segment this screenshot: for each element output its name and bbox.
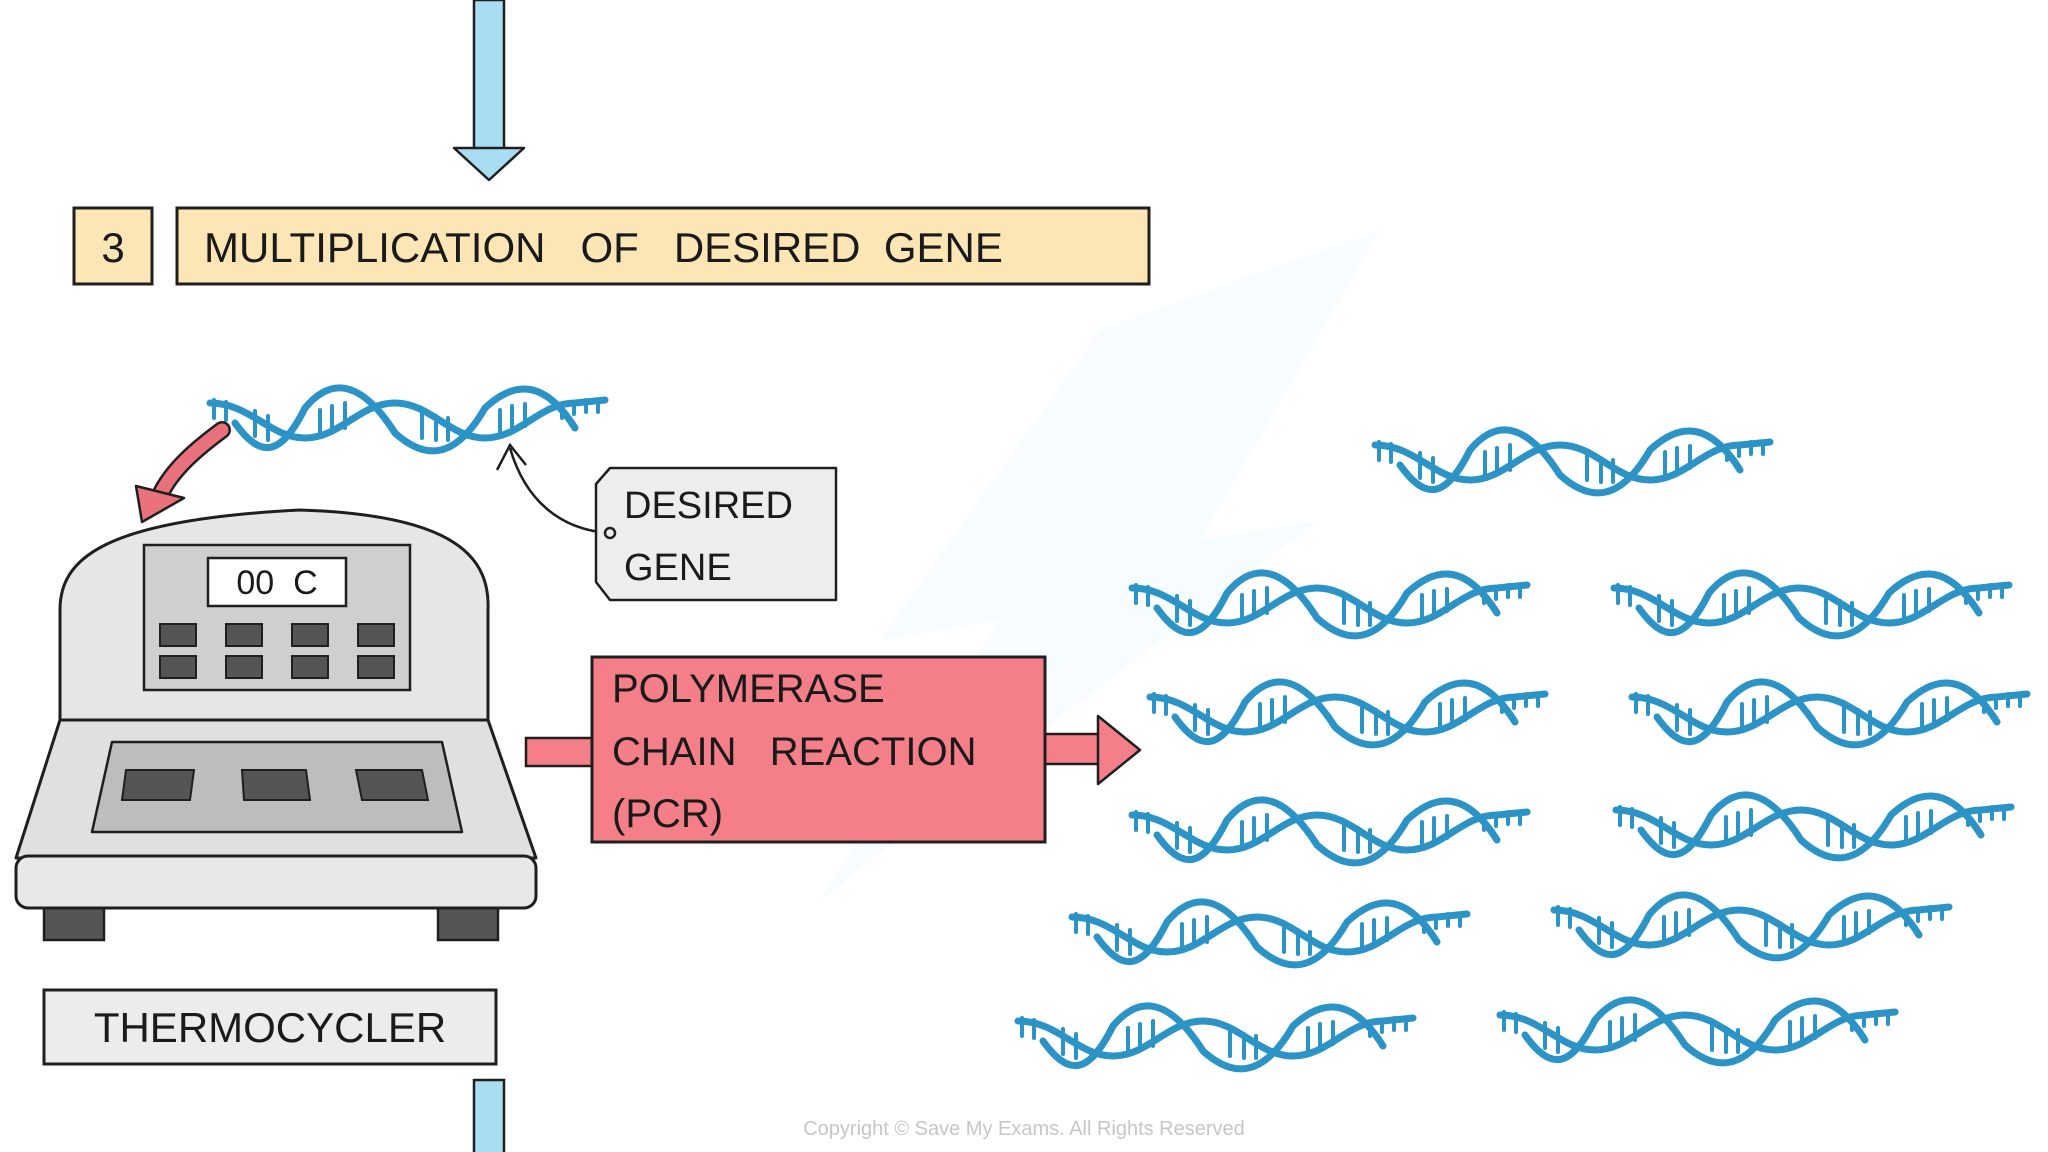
tag-line1: DESIRED: [624, 485, 793, 527]
source-dna-helix-icon: [210, 388, 605, 451]
tag-line2: GENE: [624, 547, 732, 589]
step-title: MULTIPLICATION OF DESIRED GENE: [204, 224, 1003, 271]
desired-gene-tag: DESIRED GENE: [594, 466, 838, 602]
tag-pointer-icon: [495, 442, 611, 535]
dna-copy-8: [1072, 902, 1467, 965]
flow-arrow-down-icon: [452, 0, 526, 182]
pcr-line2: CHAIN REACTION: [612, 730, 976, 774]
curved-arrow-to-machine-icon: [134, 421, 231, 524]
step-number-box: 3: [72, 206, 154, 286]
dna-copy-9: [1554, 895, 1949, 958]
dna-copy-6: [1132, 800, 1527, 863]
dna-copy-3: [1614, 573, 2009, 636]
dna-copy-7: [1616, 795, 2011, 858]
dna-copy-4: [1150, 682, 1545, 745]
dna-copy-10: [1018, 1006, 1413, 1069]
thermocycler-label-box: THERMOCYCLER: [42, 988, 498, 1066]
flow-arrow-down-bottom-icon: [472, 1078, 506, 1152]
dna-copy-11: [1500, 1000, 1895, 1063]
thermocycler-icon: 00 C: [14, 508, 538, 942]
copyright-text: Copyright © Save My Exams. All Rights Re…: [803, 1118, 1245, 1140]
pcr-line1: POLYMERASE: [612, 667, 885, 711]
thermocycler-display: 00 C: [236, 564, 317, 602]
thermocycler-label: THERMOCYCLER: [94, 1004, 446, 1051]
dna-copy-5: [1632, 682, 2027, 745]
step-title-box: MULTIPLICATION OF DESIRED GENE: [175, 206, 1151, 286]
pcr-box: POLYMERASE CHAIN REACTION (PCR): [590, 655, 1047, 844]
pcr-line3: (PCR): [612, 792, 723, 836]
step-number: 3: [101, 224, 124, 271]
dna-copy-1: [1375, 430, 1770, 493]
